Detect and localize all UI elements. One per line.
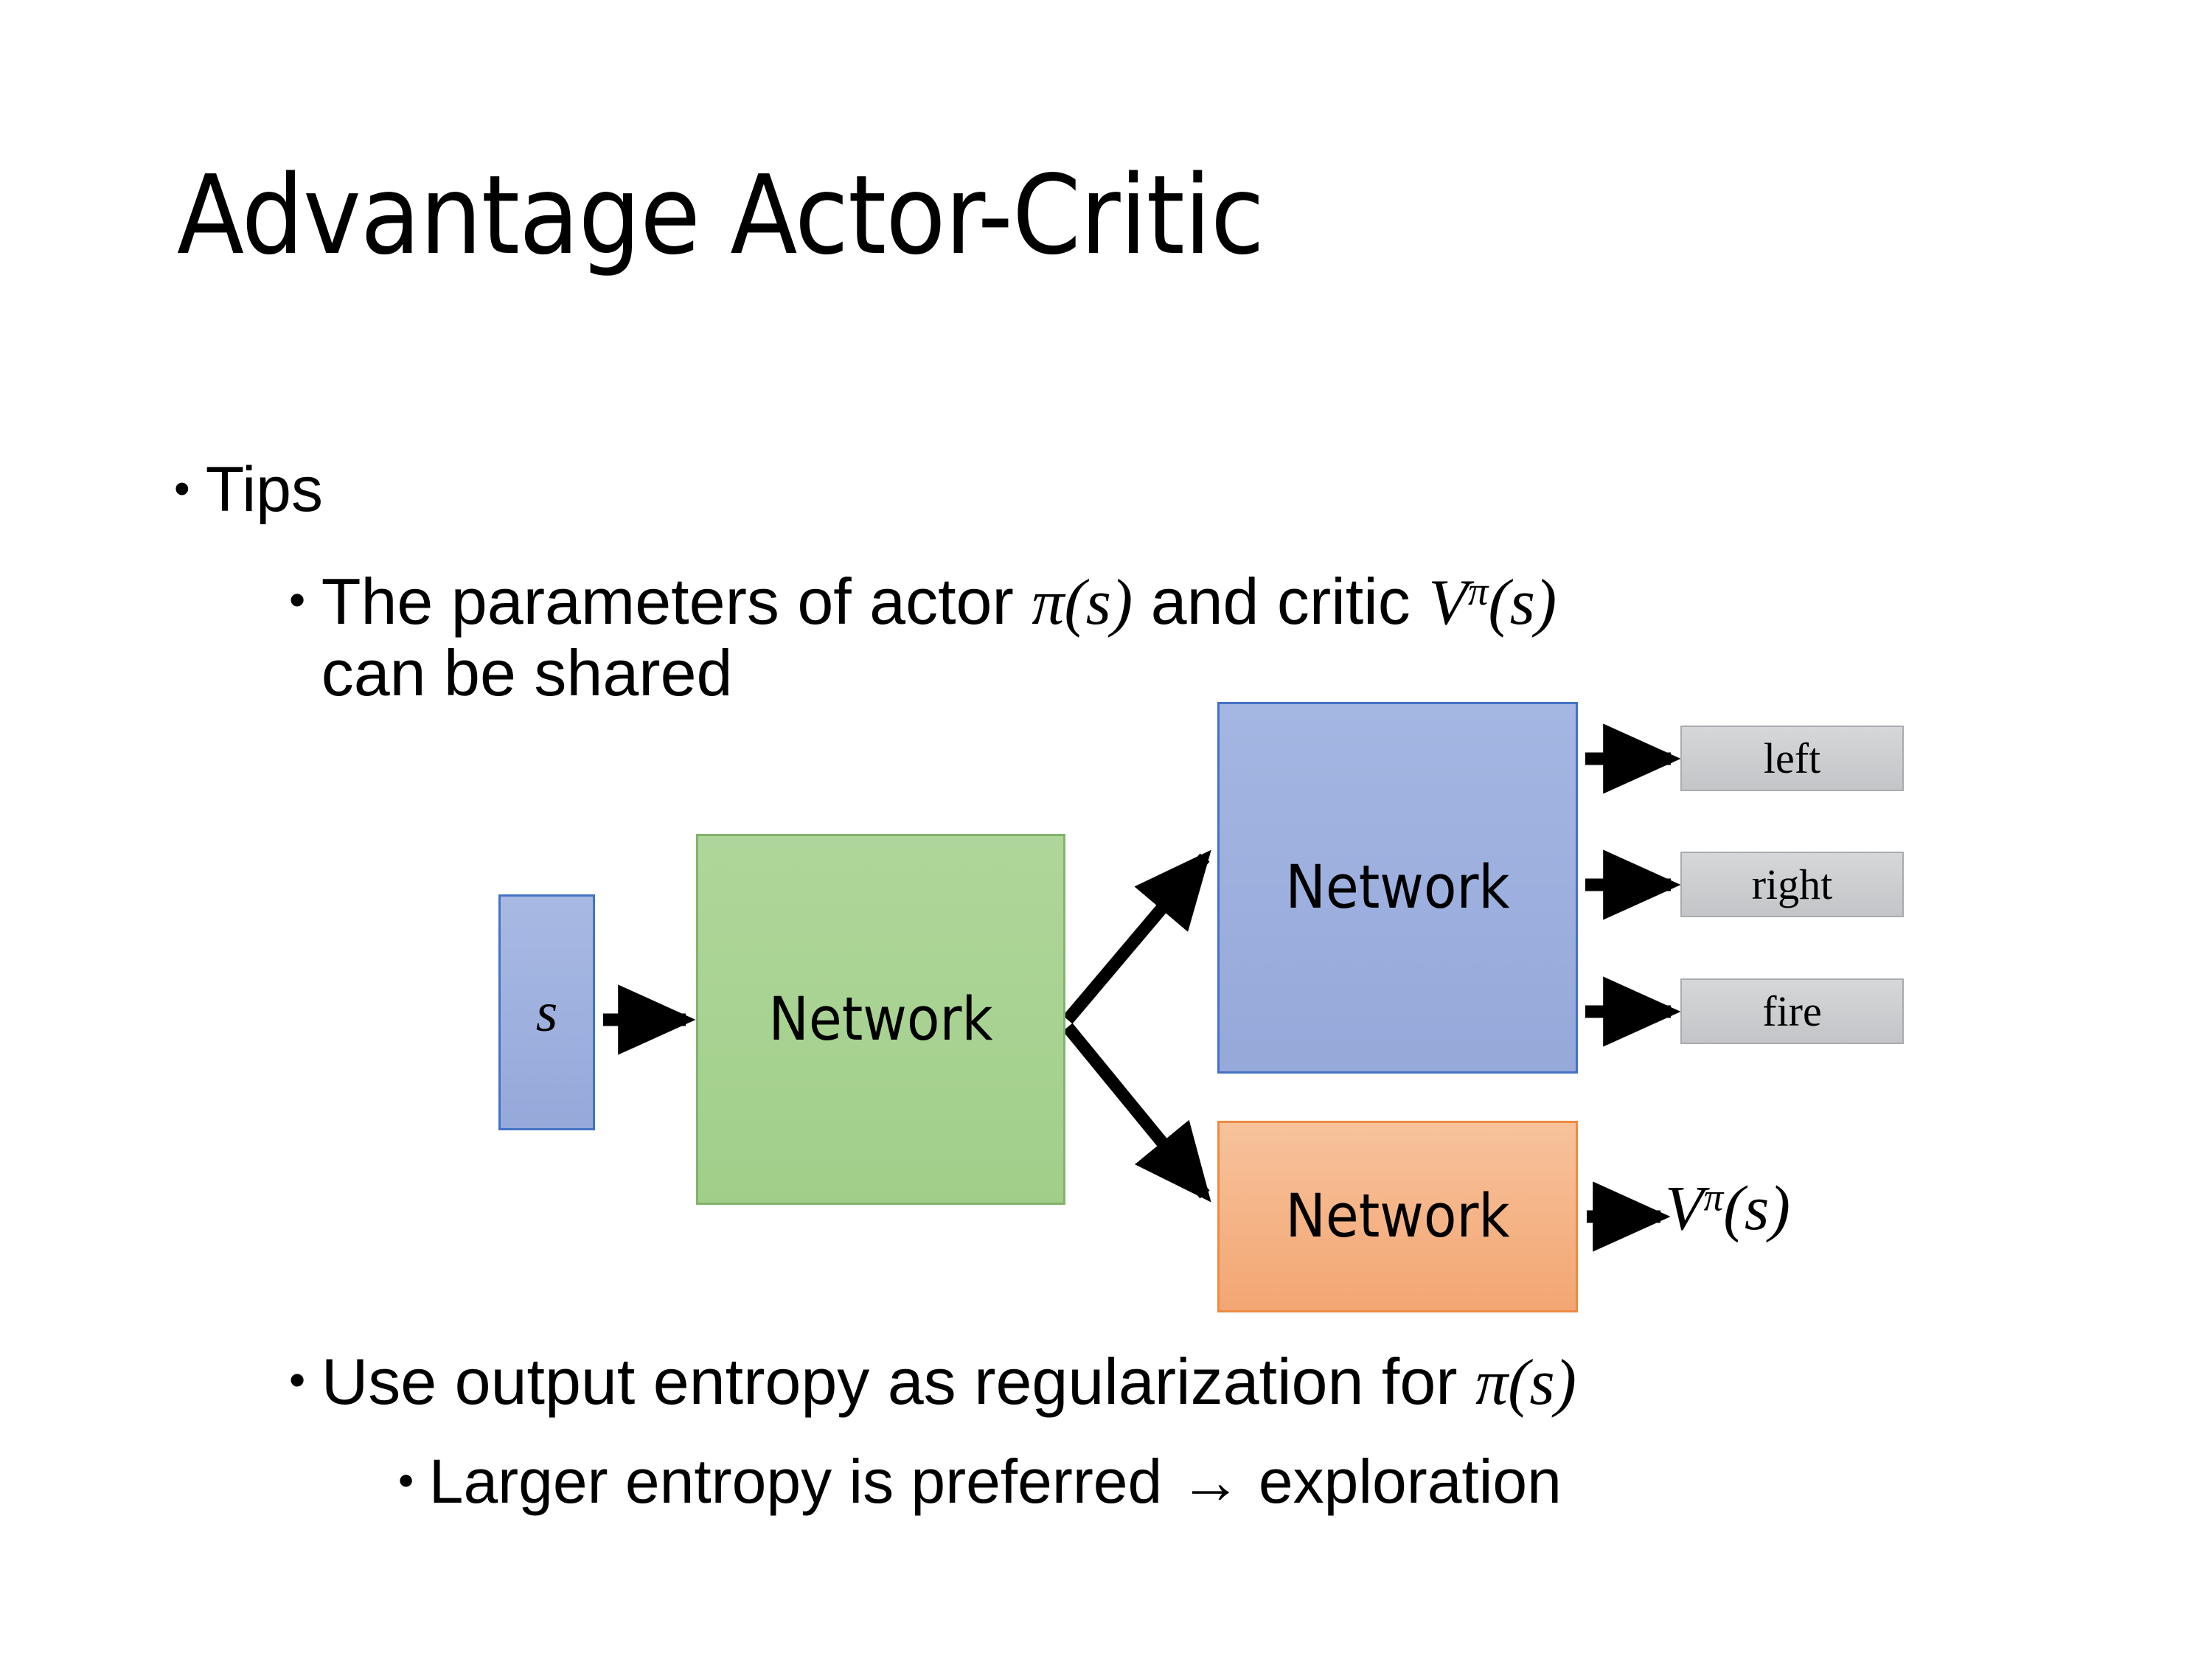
value-v-symbol: V xyxy=(1665,1172,1704,1243)
entropy-text-before: Use output entropy as regularization for xyxy=(321,1345,1476,1418)
shared-network-box[interactable]: Network xyxy=(696,834,1065,1205)
parameters-text-before: The parameters of actor xyxy=(321,565,1032,638)
bullet-parameters-shared: • The parameters of actor π(s) and criti… xyxy=(289,566,2088,708)
v-pi-of-s-math: Vπ(s) xyxy=(1428,567,1557,639)
value-superscript-pi: π xyxy=(1703,1175,1724,1220)
arrow-shared-to-actor xyxy=(1062,849,1211,1024)
bullet-entropy-regularization: • Use output entropy as regularization f… xyxy=(289,1346,2132,1418)
actor-network-box[interactable]: Network xyxy=(1217,702,1578,1074)
pi-of-s-math: π(s) xyxy=(1032,567,1133,639)
arrow-shared-to-critic xyxy=(1062,1023,1211,1203)
bullet-entropy-label: Use output entropy as regularization for… xyxy=(321,1346,2132,1418)
action-label-right: right xyxy=(1751,860,1833,908)
bullet-tips-label: Tips xyxy=(205,454,324,525)
bullet-marker-icon: • xyxy=(398,1455,414,1506)
action-box-left[interactable]: left xyxy=(1680,726,1904,791)
action-label-fire: fire xyxy=(1762,987,1822,1035)
critic-network-label: Network xyxy=(1285,1182,1510,1251)
value-function-output-label: Vπ(s) xyxy=(1665,1171,1790,1245)
bullet-tips: • Tips xyxy=(174,456,2017,524)
bullet-parameters-label: The parameters of actor π(s) and critic … xyxy=(321,566,1966,708)
shared-network-label: Network xyxy=(768,984,993,1054)
v-superscript-pi: π xyxy=(1468,568,1489,613)
bullet-marker-icon: • xyxy=(174,463,190,515)
bullet-marker-icon: • xyxy=(289,1354,306,1406)
state-label: s xyxy=(535,981,558,1043)
value-argument: (s) xyxy=(1723,1172,1791,1243)
pi-of-s-math: π(s) xyxy=(1475,1347,1576,1419)
actor-network-label: Network xyxy=(1285,853,1510,922)
value-math: Vπ(s) xyxy=(1665,1172,1790,1243)
bullet-larger-label: Larger entropy is preferred → exploratio… xyxy=(428,1447,1562,1516)
bullet-larger-entropy: • Larger entropy is preferred → explorat… xyxy=(398,1448,2168,1515)
state-input-box[interactable]: s xyxy=(498,894,595,1130)
parameters-text-middle: and critic xyxy=(1133,565,1429,638)
action-label-left: left xyxy=(1763,734,1821,782)
v-argument: (s) xyxy=(1488,567,1557,639)
action-box-right[interactable]: right xyxy=(1680,852,1904,917)
parameters-text-line2: can be shared xyxy=(321,636,733,710)
bullet-marker-icon: • xyxy=(289,574,306,626)
page-title: Advantage Actor-Critic xyxy=(177,152,1265,279)
action-box-fire[interactable]: fire xyxy=(1680,978,1904,1044)
v-symbol: V xyxy=(1428,567,1468,639)
critic-network-box[interactable]: Network xyxy=(1217,1121,1578,1312)
